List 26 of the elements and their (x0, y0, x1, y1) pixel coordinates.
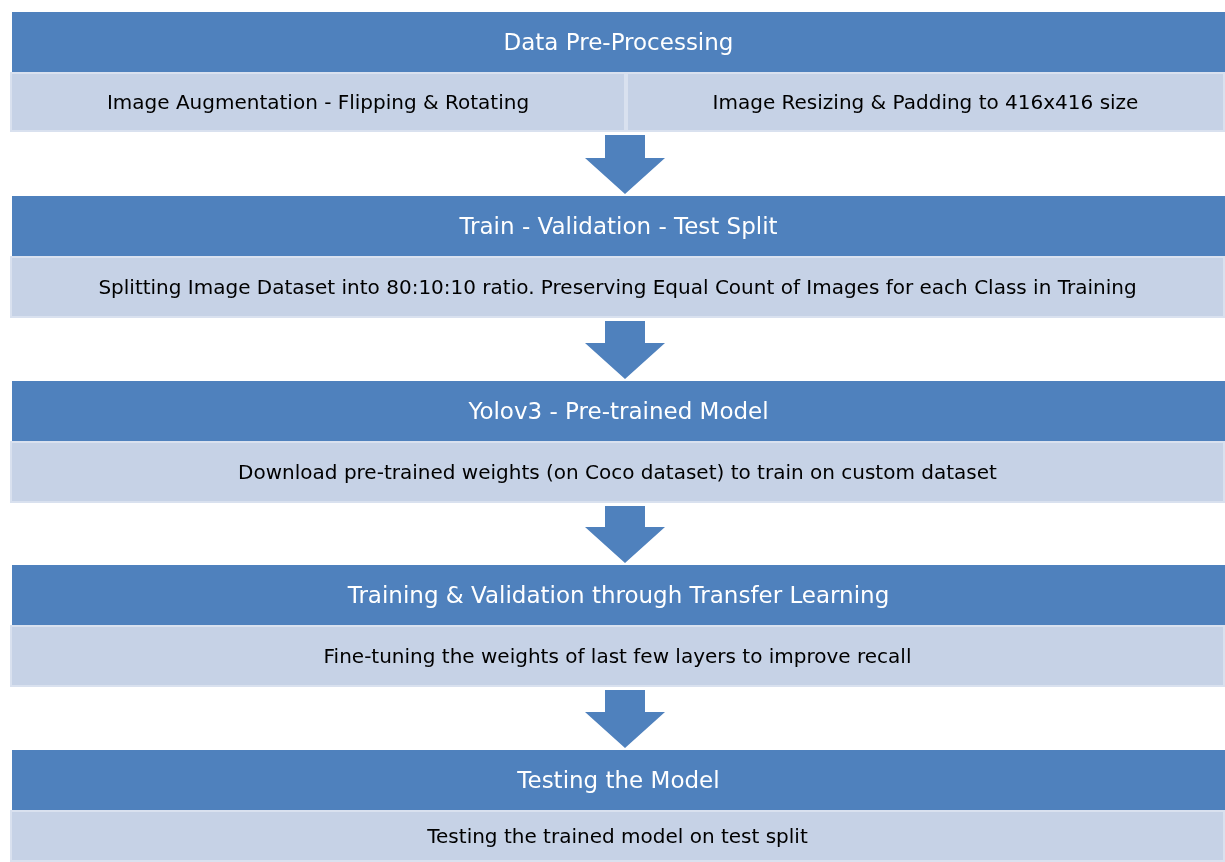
block-arrow (585, 506, 665, 563)
stage-description: Splitting Image Dataset into 80:10:10 ratio. Preserving Equal Count of Images for each Class in Training (98, 275, 1137, 299)
block-arrow (585, 690, 665, 748)
stage-header-band (12, 750, 1225, 810)
detail-box (10, 441, 1225, 503)
detail-box (10, 625, 1225, 687)
detail-box (10, 810, 1225, 862)
stage-title: Yolov3 - Pre-trained Model (468, 398, 769, 424)
stage-description: Download pre-trained weights (on Coco dataset) to train on custom dataset (238, 460, 997, 484)
stage-header-band (12, 565, 1225, 625)
detail-box (626, 72, 1225, 132)
stage-title: Train - Validation - Test Split (459, 213, 778, 239)
stage-title: Testing the Model (517, 767, 720, 793)
stage-description: Image Augmentation - Flipping & Rotating (106, 90, 530, 114)
stage-title: Data Pre-Processing (503, 29, 734, 55)
block-arrow (585, 135, 665, 194)
detail-box (10, 256, 1225, 318)
block-arrow (585, 321, 665, 379)
stage-title: Training & Validation through Transfer Learning (347, 582, 890, 608)
stage-header-band (12, 196, 1225, 256)
detail-box (10, 72, 626, 132)
stage-description: Fine-tuning the weights of last few layers to improve recall (323, 644, 912, 668)
stage-description: Image Resizing & Padding to 416x416 size (712, 90, 1139, 114)
stage-header-band (12, 381, 1225, 441)
stage-description: Testing the trained model on test split (427, 824, 808, 848)
stage-header-band (12, 12, 1225, 72)
